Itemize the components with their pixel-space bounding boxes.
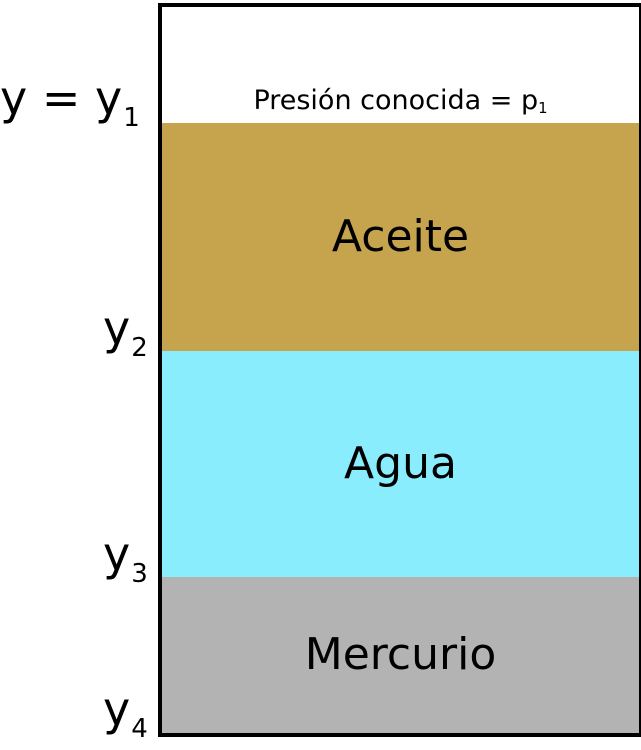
level-y4-prefix: y (103, 682, 131, 736)
level-y4-subscript: 4 (131, 714, 148, 744)
pressure-label-subscript: 1 (538, 99, 548, 118)
water-layer: Agua (162, 351, 639, 577)
level-y3-subscript: 3 (131, 559, 148, 589)
level-y4-label: y4 (103, 686, 148, 742)
mercury-layer-label: Mercurio (304, 629, 497, 680)
level-y2-prefix: y (103, 301, 131, 355)
level-y2-label: y2 (103, 305, 148, 361)
level-y3-label: y3 (103, 531, 148, 587)
mercury-layer: Mercurio (162, 577, 639, 733)
water-layer-label: Agua (344, 438, 457, 489)
oil-layer-label: Aceite (331, 211, 470, 262)
level-y1-label: y = y1 (0, 75, 140, 131)
oil-layer: Aceite (162, 123, 639, 351)
pressure-label: Presión conocida = p1 (162, 85, 639, 118)
level-y1-subscript: 1 (123, 103, 140, 133)
pressure-label-text: Presión conocida = p (253, 85, 539, 116)
level-y2-subscript: 2 (131, 333, 148, 363)
tank-container: Presión conocida = p1 Aceite Agua Mercur… (158, 3, 641, 737)
level-y3-prefix: y (103, 527, 131, 581)
level-y1-prefix: y = y (0, 71, 123, 125)
